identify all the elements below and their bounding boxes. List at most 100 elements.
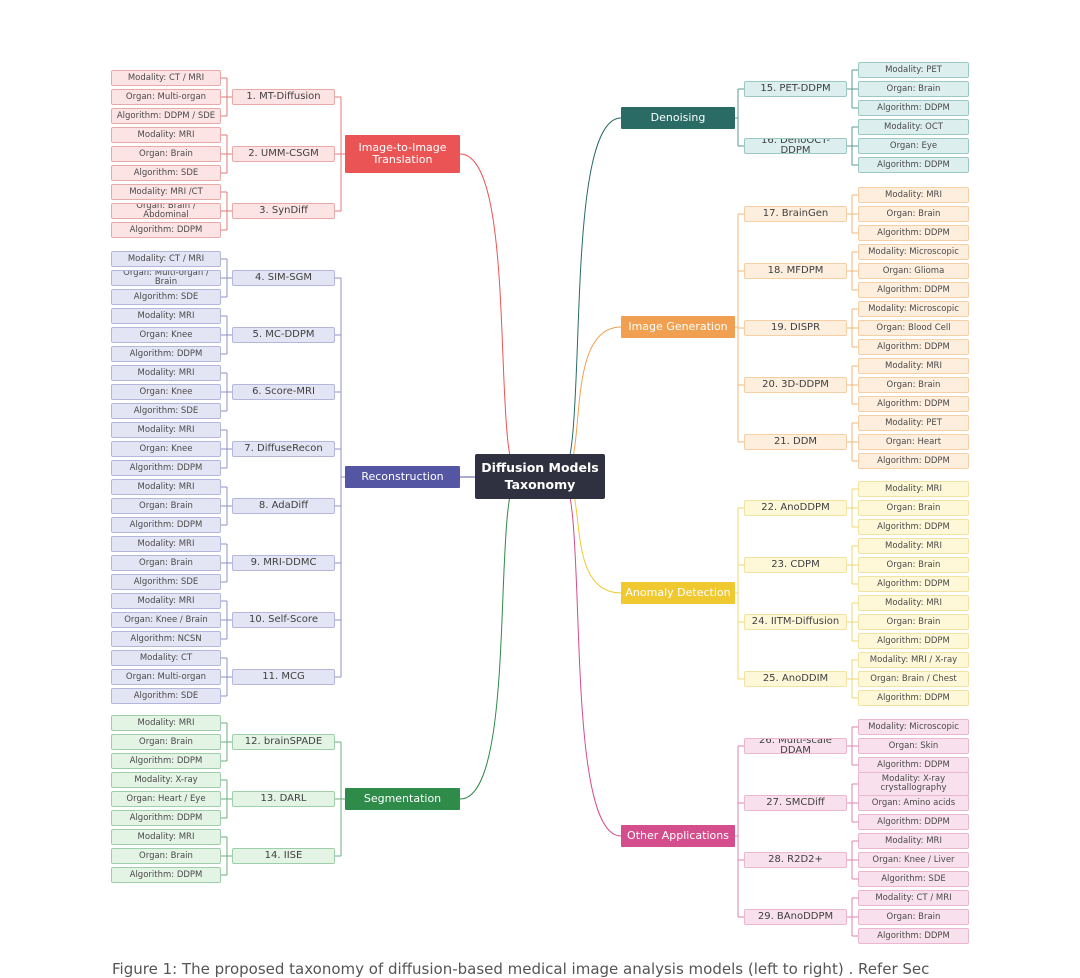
attribute-box: Modality: MRI [111,715,221,731]
attribute-box: Modality: PET [858,62,969,78]
category-connector [459,153,521,477]
attribute-box: Modality: CT / MRI [111,70,221,86]
method-node: 8. AdaDiff [232,498,335,514]
method-attribute-bracket [847,126,858,166]
category-node: Denoising [621,107,735,129]
method-node: 2. UMM-CSGM [232,146,335,162]
attribute-box: Algorithm: DDPM [111,810,221,826]
category-node: Reconstruction [345,466,460,488]
attribute-box: Organ: Knee [111,441,221,457]
attribute-box: Algorithm: DDPM [858,157,969,173]
attribute-box: Algorithm: SDE [111,688,221,704]
attribute-box: Algorithm: DDPM [858,339,969,355]
method-node: 6. Score-MRI [232,384,335,400]
attribute-box: Algorithm: SDE [858,871,969,887]
method-attribute-bracket [221,486,232,526]
attribute-box: Modality: MRI [111,536,221,552]
method-node: 7. DiffuseRecon [232,441,335,457]
attribute-box: Organ: Skin [858,738,969,754]
method-node: 10. Self-Score [232,612,335,628]
attribute-box: Algorithm: DDPM [858,519,969,535]
attribute-box: Organ: Brain [111,734,221,750]
method-attribute-bracket [221,779,232,819]
attribute-box: Organ: Brain / Chest [858,671,969,687]
attribute-box: Organ: Knee [111,327,221,343]
method-attribute-bracket [847,488,858,528]
attribute-box: Modality: MRI [858,481,969,497]
attribute-box: Organ: Brain [858,206,969,222]
attribute-box: Organ: Multi-organ / Brain [111,270,221,286]
attribute-box: Modality: CT / MRI [111,251,221,267]
category-node: Segmentation [345,788,460,810]
attribute-box: Modality: MRI [858,358,969,374]
method-attribute-bracket [221,657,232,697]
attribute-box: Modality: MRI [111,365,221,381]
method-attribute-bracket [221,429,232,469]
method-node: 25. AnoDDIM [744,671,847,687]
category-method-bracket [735,745,744,918]
method-attribute-bracket [221,543,232,583]
category-method-bracket [735,88,744,147]
method-node: 3. SynDiff [232,203,335,219]
attribute-box: Algorithm: DDPM [858,453,969,469]
attribute-box: Algorithm: DDPM [111,867,221,883]
attribute-box: Algorithm: DDPM [858,282,969,298]
method-attribute-bracket [847,840,858,880]
attribute-box: Modality: Microscopic [858,301,969,317]
attribute-box: Modality: Microscopic [858,719,969,735]
attribute-box: Algorithm: DDPM [111,517,221,533]
figure-caption: Figure 1: The proposed taxonomy of diffu… [112,960,930,978]
method-node: 16. DenoOCT-DDPM [744,138,847,154]
attribute-box: Modality: Microscopic [858,244,969,260]
method-node: 20. 3D-DDPM [744,377,847,393]
category-method-bracket [335,277,345,678]
attribute-box: Modality: MRI [111,479,221,495]
attribute-box: Organ: Heart [858,434,969,450]
method-attribute-bracket [847,194,858,234]
method-attribute-bracket [847,897,858,937]
category-method-bracket [335,741,345,857]
attribute-box: Organ: Brain [858,614,969,630]
attribute-box: Modality: PET [858,415,969,431]
attribute-box: Algorithm: SDE [111,403,221,419]
attribute-box: Algorithm: DDPM / SDE [111,108,221,124]
category-method-bracket [735,507,744,680]
attribute-box: Organ: Knee / Liver [858,852,969,868]
attribute-box: Algorithm: DDPM [858,576,969,592]
attribute-box: Modality: MRI [111,127,221,143]
attribute-box: Algorithm: DDPM [858,396,969,412]
category-node: Image-to-Image Translation [345,135,460,173]
method-attribute-bracket [847,659,858,699]
method-node: 24. IITM-Diffusion [744,614,847,630]
attribute-box: Organ: Brain [858,377,969,393]
category-node: Anomaly Detection [621,582,735,604]
attribute-box: Algorithm: DDPM [858,690,969,706]
attribute-box: Organ: Brain [858,909,969,925]
method-node: 29. BAnoDDPM [744,909,847,925]
method-attribute-bracket [847,545,858,585]
attribute-box: Modality: CT / MRI [858,890,969,906]
category-node: Image Generation [621,316,735,338]
category-node: Other Applications [621,825,735,847]
attribute-box: Organ: Brain / Abdominal [111,203,221,219]
method-attribute-bracket [221,191,232,231]
attribute-box: Modality: MRI [858,833,969,849]
method-attribute-bracket [847,69,858,109]
method-attribute-bracket [221,836,232,876]
attribute-box: Algorithm: SDE [111,289,221,305]
attribute-box: Algorithm: NCSN [111,631,221,647]
method-node: 15. PET-DDPM [744,81,847,97]
attribute-box: Modality: MRI [111,422,221,438]
method-node: 9. MRI-DDMC [232,555,335,571]
attribute-box: Modality: MRI /CT [111,184,221,200]
method-node: 5. MC-DDPM [232,327,335,343]
attribute-box: Organ: Eye [858,138,969,154]
method-node: 17. BrainGen [744,206,847,222]
method-attribute-bracket [221,134,232,174]
method-attribute-bracket [847,365,858,405]
attribute-box: Organ: Brain [858,500,969,516]
attribute-box: Organ: Heart / Eye [111,791,221,807]
attribute-box: Organ: Brain [111,848,221,864]
method-node: 23. CDPM [744,557,847,573]
attribute-box: Algorithm: DDPM [111,460,221,476]
